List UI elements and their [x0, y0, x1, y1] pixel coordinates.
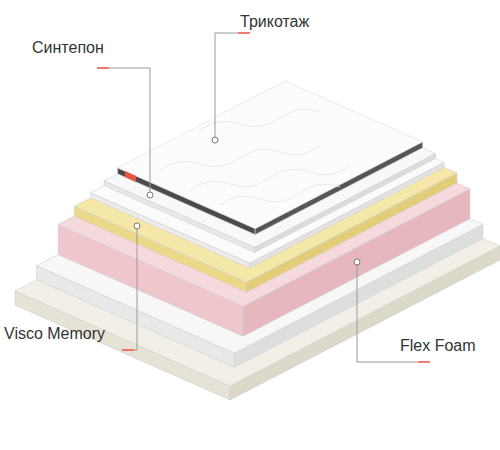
callout-label: Трикотаж	[240, 12, 309, 32]
cover-top	[118, 81, 423, 229]
callout-label: Visco Memory	[4, 324, 105, 344]
callout-label: Flex Foam	[400, 336, 476, 356]
leader-accents	[97, 33, 430, 362]
quilting	[160, 109, 350, 205]
callout-label: Синтепон	[32, 38, 104, 58]
brand-tag	[125, 171, 136, 182]
leader-dots	[134, 137, 360, 265]
leader-lines	[109, 33, 418, 362]
